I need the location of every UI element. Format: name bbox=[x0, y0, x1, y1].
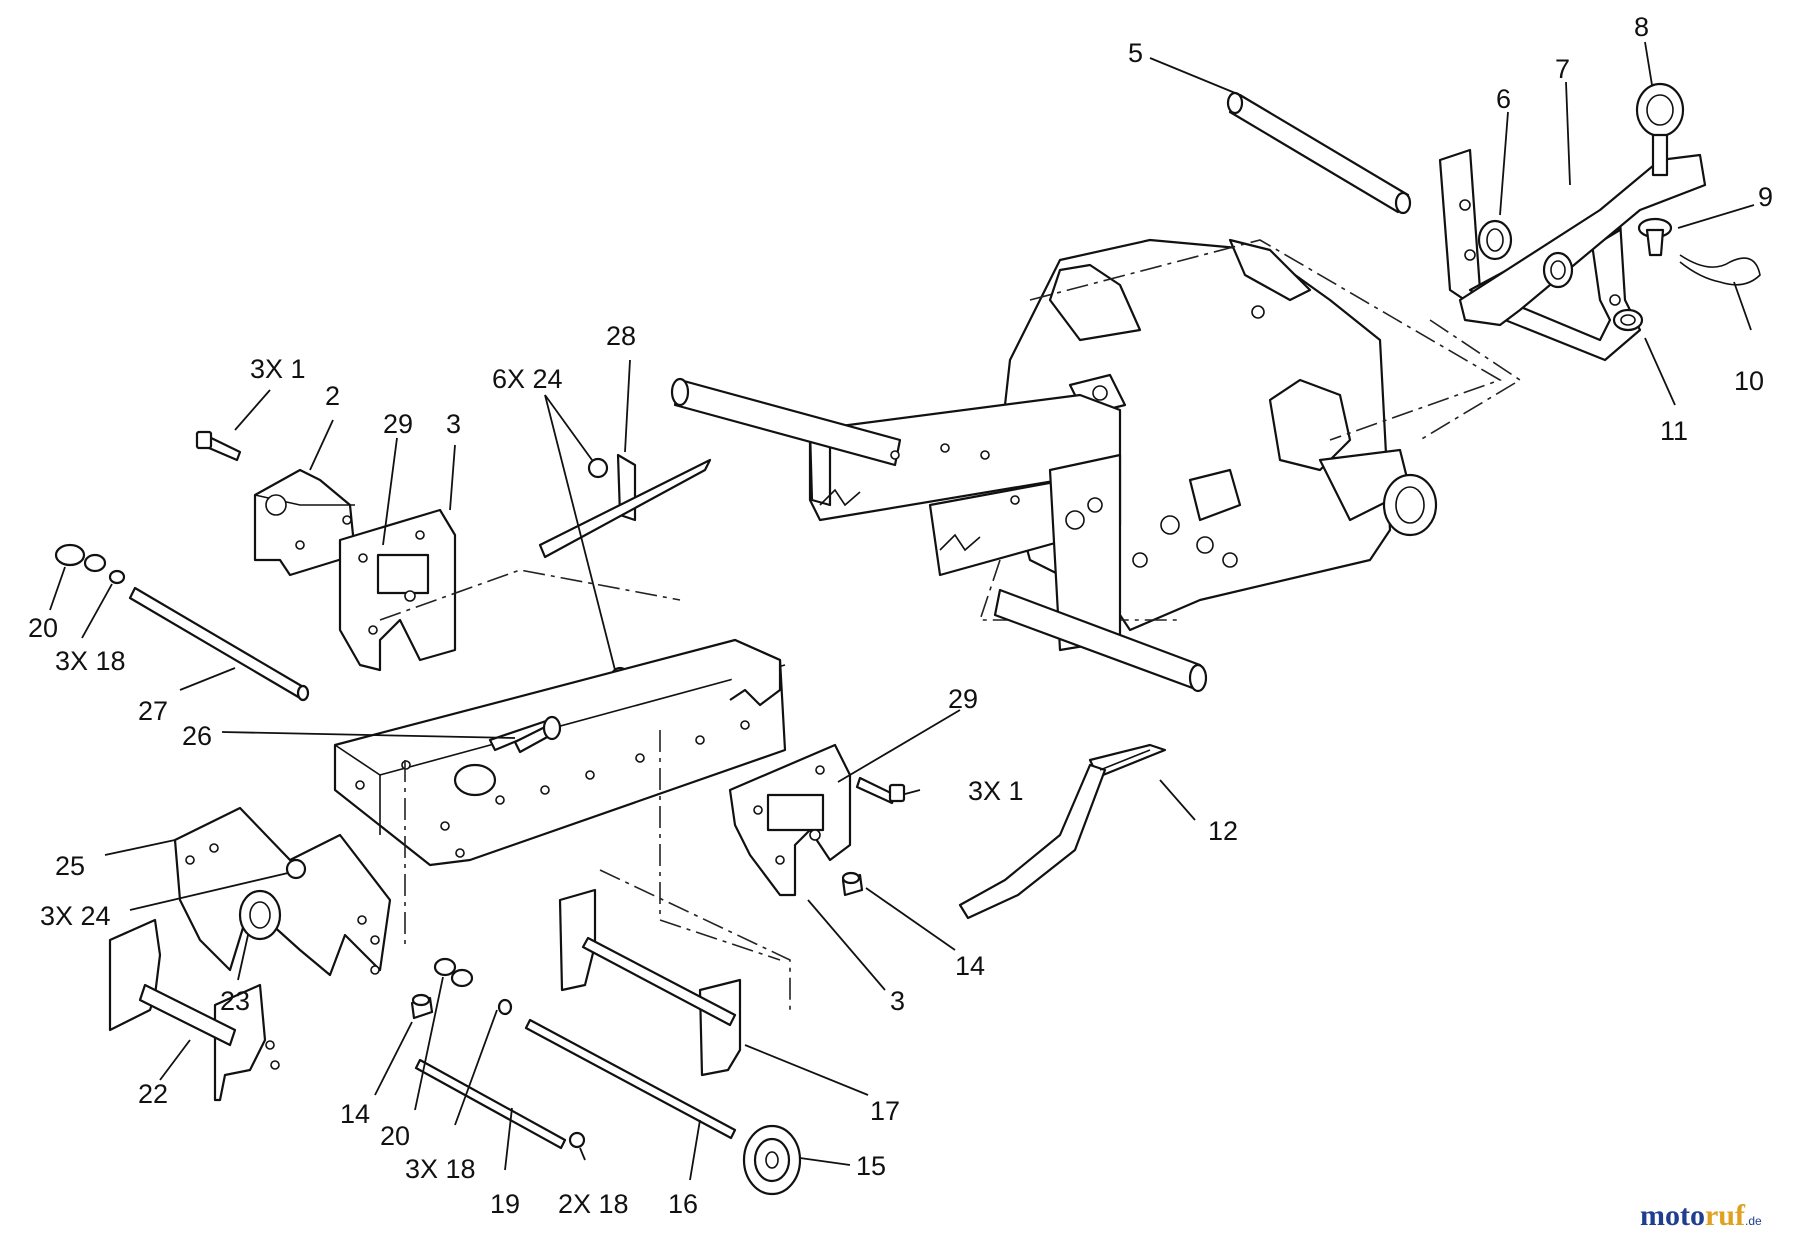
watermark-logo: motoruf.de bbox=[1640, 1199, 1762, 1232]
bolt-3x1-upper bbox=[195, 430, 242, 462]
watermark-suffix: .de bbox=[1745, 1214, 1762, 1228]
wheel-15 bbox=[742, 1124, 802, 1196]
callout-28: 28 bbox=[606, 321, 636, 351]
bracket-22 bbox=[108, 918, 280, 1102]
handle-12 bbox=[958, 743, 1167, 920]
callout-15: 15 bbox=[856, 1151, 886, 1181]
callout-25: 25 bbox=[55, 851, 85, 881]
bolt-26 bbox=[513, 715, 562, 754]
callout-8: 8 bbox=[1634, 12, 1649, 42]
callout-2: 2 bbox=[325, 381, 340, 411]
callout-9: 9 bbox=[1758, 182, 1773, 212]
hair-pin-10 bbox=[1679, 254, 1761, 286]
callout-17: 17 bbox=[870, 1096, 900, 1126]
callout-6x24: 6X 24 bbox=[492, 364, 563, 394]
ring-11 bbox=[1612, 308, 1644, 332]
callout-10: 10 bbox=[1734, 366, 1764, 396]
callout-6: 6 bbox=[1496, 84, 1511, 114]
bolt-3x1-lower bbox=[855, 776, 906, 805]
plate-3-left bbox=[338, 508, 457, 672]
washer-9 bbox=[1637, 217, 1673, 257]
callout-3x18-left: 3X 18 bbox=[55, 646, 126, 676]
rod-16 bbox=[524, 1018, 737, 1140]
callout-11: 11 bbox=[1660, 416, 1688, 446]
callout-2x18: 2X 18 bbox=[558, 1189, 629, 1219]
callout-12: 12 bbox=[1208, 816, 1238, 846]
callout-labels: 5 6 7 8 9 10 11 3X 1 2 29 3 6X 24 28 20 … bbox=[28, 12, 1773, 1219]
callout-27: 27 bbox=[138, 696, 168, 726]
nut-3x24 bbox=[285, 858, 307, 880]
callout-19: 19 bbox=[490, 1189, 520, 1219]
callout-29-upper: 29 bbox=[383, 409, 413, 439]
callout-23: 23 bbox=[220, 986, 250, 1016]
callout-29-lower: 29 bbox=[948, 684, 978, 714]
hitch-plate-7 bbox=[1458, 153, 1707, 327]
callout-22: 22 bbox=[138, 1079, 168, 1109]
callout-14-left: 14 bbox=[340, 1099, 370, 1129]
cotter-nut-20-right bbox=[433, 957, 474, 988]
callout-20-right: 20 bbox=[380, 1121, 410, 1151]
bracket-17 bbox=[558, 869, 791, 1077]
clip-28 bbox=[538, 453, 712, 559]
clip-3x18-right bbox=[497, 998, 513, 1016]
callout-16: 16 bbox=[668, 1189, 698, 1219]
callout-5: 5 bbox=[1128, 38, 1143, 68]
main-frame bbox=[333, 569, 787, 961]
bracket-25 bbox=[173, 806, 392, 977]
rod-19 bbox=[414, 1058, 567, 1150]
callout-20-left: 20 bbox=[28, 613, 58, 643]
clip-2x18 bbox=[568, 1131, 586, 1149]
callout-3x18-right: 3X 18 bbox=[405, 1154, 476, 1184]
axle-pin-5 bbox=[1226, 91, 1412, 215]
watermark-part1: moto bbox=[1640, 1199, 1705, 1232]
callout-3x1-upper: 3X 1 bbox=[250, 354, 306, 384]
callout-14-right: 14 bbox=[955, 951, 985, 981]
plate-29-right bbox=[728, 743, 852, 897]
cotter-nut-20-left bbox=[54, 543, 126, 585]
callout-3x24: 3X 24 bbox=[40, 901, 111, 931]
callout-3x1-lower: 3X 1 bbox=[968, 776, 1024, 806]
callout-3-upper: 3 bbox=[446, 409, 461, 439]
pin-14-left bbox=[410, 993, 434, 1020]
callout-7: 7 bbox=[1555, 54, 1570, 84]
callout-3-lower: 3 bbox=[890, 986, 905, 1016]
frame-rails bbox=[670, 377, 1208, 693]
watermark-part2: ruf bbox=[1705, 1199, 1746, 1232]
rod-27 bbox=[128, 586, 310, 702]
nut-6x24-upper bbox=[587, 457, 609, 479]
pin-14-right bbox=[841, 871, 864, 897]
eye-bolt-8 bbox=[1635, 82, 1685, 177]
leader-lines bbox=[49, 41, 1755, 1181]
svg-text:motoruf.de: motoruf.de bbox=[1640, 1199, 1762, 1232]
callout-26: 26 bbox=[182, 721, 212, 751]
spacer-23 bbox=[238, 889, 282, 941]
